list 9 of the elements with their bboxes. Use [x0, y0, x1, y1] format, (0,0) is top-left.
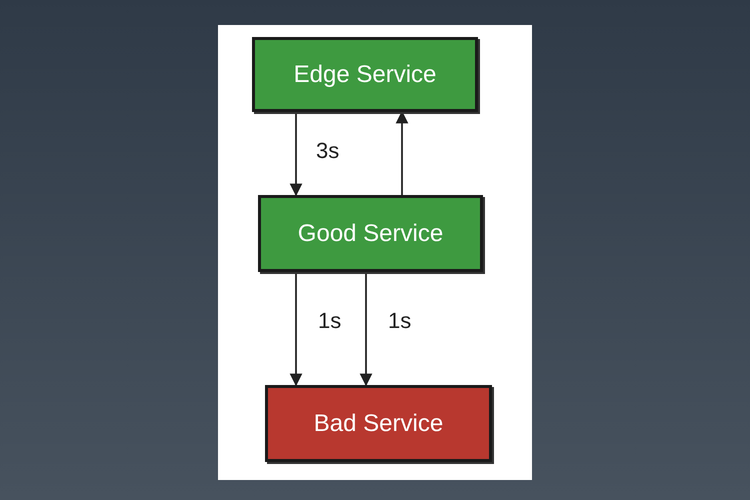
service-box [252, 37, 478, 112]
service-name: Edge Service [294, 60, 436, 88]
service-box [258, 195, 483, 272]
arrow [360, 272, 372, 386]
failing-service-box [265, 385, 492, 462]
service-name: Bad Service [314, 410, 444, 438]
arrow [290, 112, 302, 196]
arrow [290, 272, 302, 386]
service-name: Good Service [298, 220, 444, 248]
